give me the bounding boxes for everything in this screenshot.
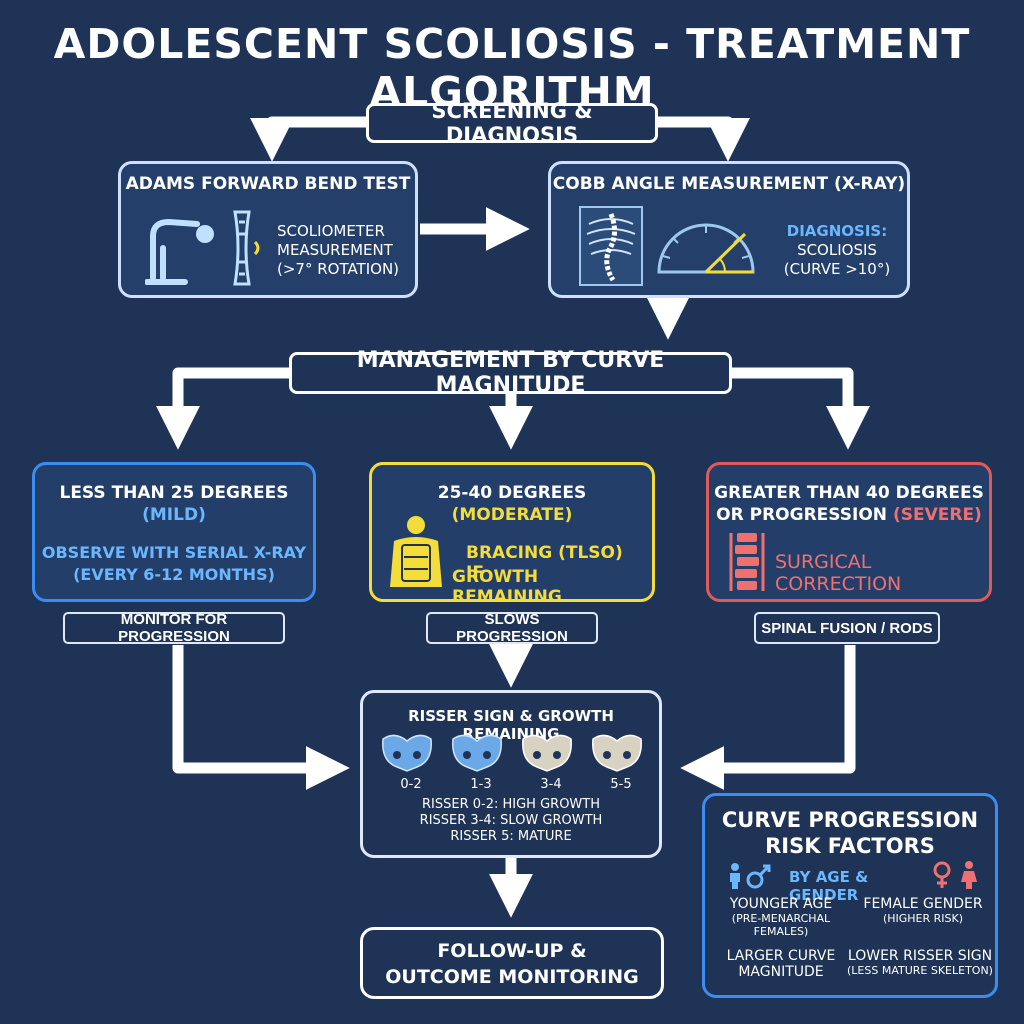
adams-line1: SCOLIOMETER — [277, 222, 385, 240]
risk-f4-sub: (LESS MATURE SKELETON) — [847, 964, 993, 977]
cobb-line3: (CURVE >10°) — [783, 260, 891, 278]
adams-text: SCOLIOMETER MEASUREMENT (>7° ROTATION) — [277, 222, 417, 279]
cobb-angle-box: COBB ANGLE MEASUREMENT (X-RAY) DIAGNOSIS… — [548, 161, 910, 298]
severe-tag: SPINAL FUSION / RODS — [754, 612, 940, 644]
risk-factor-2: FEMALE GENDER (HIGHER RISK) — [853, 896, 993, 925]
pelvis-icon-stage3 — [522, 734, 572, 772]
mild-box: LESS THAN 25 DEGREES (MILD) OBSERVE WITH… — [32, 462, 316, 602]
management-label: MANAGEMENT BY CURVE MAGNITUDE — [356, 348, 665, 398]
risser-line2: RISSER 3-4: SLOW GROWTH — [419, 813, 603, 828]
arrow-mild-risser — [172, 645, 350, 790]
risser-text: RISSER 0-2: HIGH GROWTH RISSER 3-4: SLOW… — [363, 797, 659, 845]
risk-f2-sub: (HIGHER RISK) — [882, 912, 964, 925]
pelvis-icon-stage1 — [382, 734, 432, 772]
risk-f2-title: FEMALE GENDER — [863, 896, 983, 912]
moderate-tag-label: SLOWS PROGRESSION — [456, 611, 568, 645]
forward-bend-icon — [145, 218, 214, 285]
arrow-screening-adams — [250, 116, 370, 162]
arrow-screening-cobb — [655, 116, 750, 162]
severe-line1: SURGICAL CORRECTION — [775, 551, 902, 595]
severe-severity: (SEVERE) — [892, 505, 982, 525]
risk-f1-sub1: (PRE-MENARCHAL — [731, 912, 831, 925]
adams-test-box: ADAMS FORWARD BEND TEST SCOLIOMETER MEAS… — [118, 161, 418, 298]
mild-tag: MONITOR FOR PROGRESSION — [63, 611, 285, 645]
protractor-icon — [657, 223, 755, 274]
screening-diagnosis-box: SCREENING & DIAGNOSIS — [366, 99, 658, 147]
severe-heading2-row: OR PROGRESSION (SEVERE) — [709, 505, 989, 525]
risser-stage-4: 5-5 — [610, 777, 632, 792]
cobb-heading: COBB ANGLE MEASUREMENT (X-RAY) — [552, 174, 906, 194]
mild-line1: OBSERVE WITH SERIAL X-RAY — [41, 543, 307, 562]
risser-stage-3: 3-4 — [540, 777, 562, 792]
severe-box: GREATER THAN 40 DEGREES OR PROGRESSION (… — [706, 462, 992, 602]
risk-factors-box: CURVE PROGRESSION RISK FACTORS BY AGE & … — [702, 793, 998, 998]
xray-icon — [579, 206, 643, 286]
adams-line2: MEASUREMENT — [277, 241, 393, 259]
risk-heading2: RISK FACTORS — [765, 834, 935, 858]
pelvis-row — [382, 734, 642, 772]
followup-line1: FOLLOW-UP & — [437, 940, 587, 962]
risk-factor-4: LOWER RISSER SIGN (LESS MATURE SKELETON) — [845, 948, 995, 977]
severe-heading1: GREATER THAN 40 DEGREES — [714, 483, 984, 503]
mild-heading: LESS THAN 25 DEGREES — [59, 483, 289, 503]
arrow-management-mild — [156, 367, 292, 450]
management-box: MANAGEMENT BY CURVE MAGNITUDE — [289, 348, 732, 398]
cobb-line1: DIAGNOSIS: — [786, 222, 888, 240]
moderate-box: 25-40 DEGREES (MODERATE) BRACING (TLSO) … — [369, 462, 655, 607]
arrow-management-severe — [730, 367, 870, 450]
followup-line2: OUTCOME MONITORING — [385, 966, 639, 988]
risk-heading1: CURVE PROGRESSION — [721, 808, 979, 832]
risk-f4-title: LOWER RISSER SIGN — [847, 948, 993, 964]
risk-f1-sub2: FEMALES) — [753, 925, 809, 938]
risk-byline: BY AGE & GENDER — [789, 868, 869, 904]
risser-line3: RISSER 5: MATURE — [450, 829, 572, 844]
severe-heading2: OR PROGRESSION — [716, 505, 888, 525]
moderate-heading: 25-40 DEGREES — [437, 483, 587, 503]
cobb-line2: SCOLIOSIS — [797, 241, 877, 259]
moderate-tag: SLOWS PROGRESSION — [426, 611, 598, 645]
mild-line2: (EVERY 6-12 MONTHS) — [73, 565, 275, 584]
adams-heading: ADAMS FORWARD BEND TEST — [125, 174, 411, 194]
pelvis-icon-stage2 — [452, 734, 502, 772]
risser-line1: RISSER 0-2: HIGH GROWTH — [422, 797, 600, 812]
male-icon — [730, 863, 771, 889]
moderate-line2: GROWTH REMAINING — [452, 567, 562, 607]
arrow-severe-risser — [680, 645, 856, 790]
mild-tag-label: MONITOR FOR PROGRESSION — [118, 611, 230, 645]
adams-line3: (>7° ROTATION) — [277, 260, 400, 278]
moderate-line1: BRACING (TLSO) IF — [466, 543, 623, 583]
risser-stage-2: 1-3 — [470, 777, 492, 792]
female-icon — [933, 861, 977, 889]
severe-tag-label: SPINAL FUSION / RODS — [761, 619, 933, 637]
risser-stage-1: 0-2 — [400, 777, 422, 792]
pelvis-icon-stage4 — [592, 734, 642, 772]
followup-box: FOLLOW-UP & OUTCOME MONITORING — [360, 927, 664, 999]
mild-severity: (MILD) — [142, 505, 206, 525]
scoliometer-icon — [233, 210, 260, 286]
risser-box: RISSER SIGN & GROWTH REMAINING 0-2 1-3 3… — [360, 690, 662, 858]
brace-person-icon — [390, 516, 442, 587]
screening-label: SCREENING & DIAGNOSIS — [431, 99, 593, 147]
risk-factor-1: YOUNGER AGE (PRE-MENARCHAL FEMALES) — [713, 896, 849, 938]
risk-f3-title1: LARGER CURVE — [726, 948, 836, 964]
cobb-text: DIAGNOSIS: SCOLIOSIS (CURVE >10°) — [769, 222, 905, 279]
page-title: ADOLESCENT SCOLIOSIS - TREATMENT ALGORIT… — [53, 20, 971, 116]
risk-f1-title: YOUNGER AGE — [729, 896, 833, 912]
risk-f3-title2: MAGNITUDE — [738, 964, 824, 980]
risk-factor-3: LARGER CURVE MAGNITUDE — [713, 948, 849, 980]
moderate-severity: (MODERATE) — [451, 505, 573, 525]
spine-rods-icon — [729, 533, 765, 591]
